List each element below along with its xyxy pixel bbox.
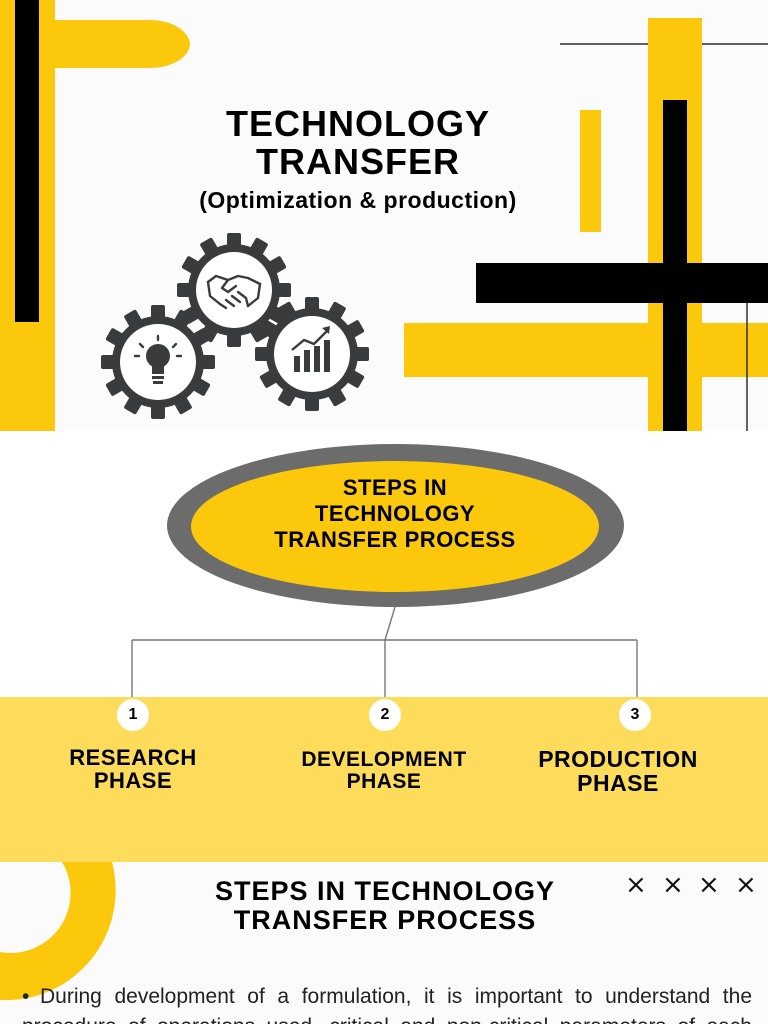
- slide3-title-line1: STEPS IN TECHNOLOGY: [214, 876, 556, 906]
- gear-lightbulb: [101, 305, 215, 419]
- lightbulb-icon: [133, 334, 183, 384]
- growth-chart-icon: [291, 326, 330, 372]
- bullet-item: •During development of a formulation, it…: [22, 982, 752, 1024]
- step-label-line1: RESEARCH: [69, 745, 197, 770]
- step-number-2: 2: [369, 699, 401, 731]
- slide-technology-transfer: TECHNOLOGY TRANSFER (Optimization & prod…: [0, 0, 768, 431]
- step-label-line1: PRODUCTION: [538, 746, 698, 772]
- decorative-arc: [0, 862, 116, 1001]
- step-number-3: 3: [619, 699, 651, 731]
- step-label-development: DEVELOPMENT PHASE: [276, 749, 492, 793]
- connector-lines: [131, 606, 638, 699]
- oval-title-line2: TECHNOLOGY: [314, 501, 476, 526]
- step-label-line1: DEVELOPMENT: [301, 748, 467, 771]
- slide-subtitle: (Optimization & production): [199, 187, 517, 213]
- x-mark-icon: ×: [735, 870, 757, 900]
- step-label-research: RESEARCH PHASE: [40, 746, 226, 792]
- decorative-shapes: [0, 0, 768, 431]
- gear-handshake: [177, 233, 291, 347]
- oval-title-line1: STEPS IN: [342, 475, 448, 500]
- step-label-production: PRODUCTION PHASE: [516, 747, 720, 795]
- bullet-dot-icon: •: [22, 985, 30, 1008]
- slide-title-line1: TECHNOLOGY: [225, 103, 490, 144]
- oval-center: [191, 461, 599, 592]
- slide-steps-detail: STEPS IN TECHNOLOGY TRANSFER PROCESS × ×…: [0, 862, 768, 1024]
- slide-steps-diagram: STEPS IN TECHNOLOGY TRANSFER PROCESS 1 R…: [0, 431, 768, 862]
- oval-title: STEPS IN TECHNOLOGY TRANSFER PROCESS: [191, 475, 599, 553]
- step-label-line2: PHASE: [346, 770, 422, 793]
- gear-growth-chart: [255, 297, 369, 411]
- slide3-title-line2: TRANSFER PROCESS: [233, 905, 537, 935]
- bullet-text: During development of a formulation, it …: [22, 985, 752, 1024]
- step-number-1: 1: [117, 699, 149, 731]
- x-mark-icon: ×: [662, 870, 684, 900]
- slide-title-line2: TRANSFER: [256, 141, 460, 182]
- step-label-line2: PHASE: [577, 770, 659, 796]
- x-mark-icon: ×: [698, 870, 720, 900]
- x-mark-icon: ×: [625, 870, 647, 900]
- handshake-icon: [206, 274, 262, 310]
- step-label-line2: PHASE: [93, 768, 173, 793]
- gears-illustration: [101, 233, 369, 419]
- oval-title-line3: TRANSFER PROCESS: [274, 527, 516, 552]
